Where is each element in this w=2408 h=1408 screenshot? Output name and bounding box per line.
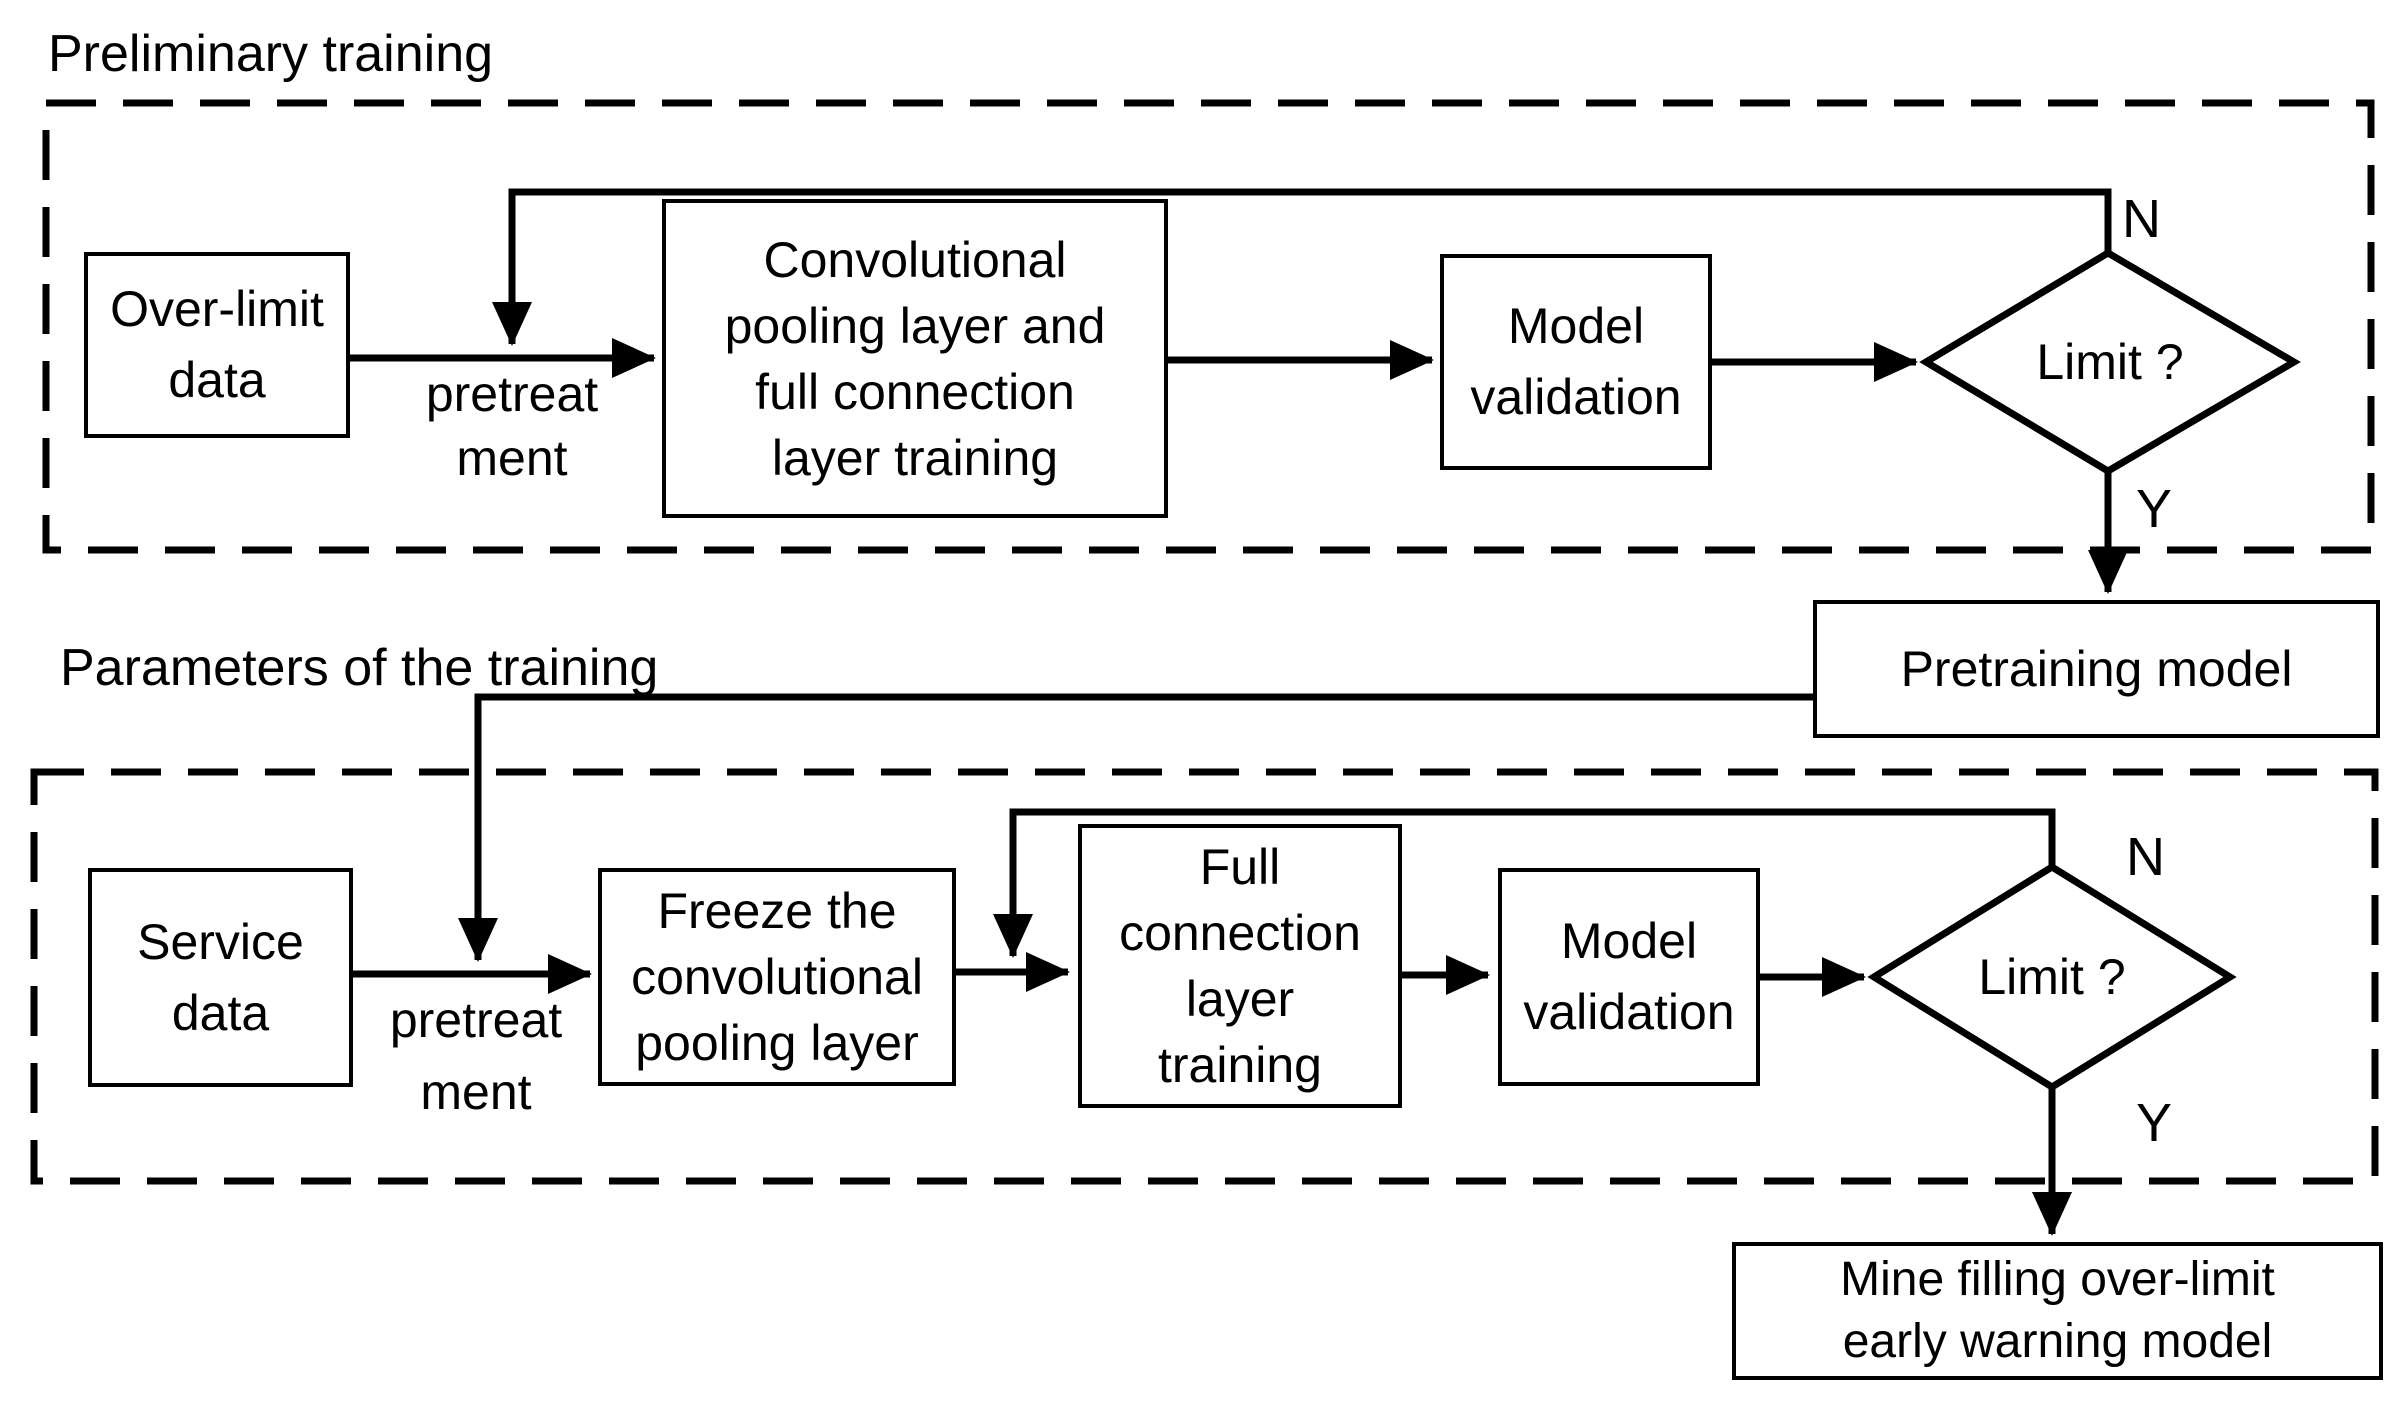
service-data-line2: data [171,984,270,1041]
decision2-label: Limit ? [1978,949,2126,1005]
output-line2: early warning model [1842,1315,2273,1368]
conv-box-line3: full connection [755,363,1075,420]
pretreatment1-line2: ment [456,430,568,486]
full-box-line4: training [1158,1037,1322,1093]
conv-box-line4: layer training [771,429,1059,486]
model-validation2-box: Model validation [1498,868,1760,1086]
decision2-diamond [1867,862,2237,1092]
decision1-diamond [1919,248,2301,476]
stage1-title: Preliminary training [48,25,494,83]
conv-box-line2: pooling layer and [724,297,1106,354]
service-data-box: Service data [88,868,353,1087]
stage2-dashed-border [30,768,2379,1185]
full-box-line1: Full [1199,839,1281,895]
decision2-no-label: N [2126,827,2165,887]
validation2-line1: Model [1560,913,1698,969]
edge-decision1-no-feedback [492,188,2112,346]
conv-box-line1: Convolutional [763,231,1067,288]
pretraining-model-label: Pretraining model [1900,640,2293,697]
output-line1: Mine filling over-limit [1840,1253,2275,1306]
pretreatment-label-stage2: pretreat ment [346,984,606,1128]
model-validation1-box: Model validation [1440,254,1712,470]
decision1-label: Limit ? [2036,334,2184,390]
decision2-yes-label: Y [2136,1093,2173,1153]
freeze-conv-pooling-box: Freeze the convolutional pooling layer [598,868,956,1086]
edge-decision2-no-feedback [993,808,2056,958]
service-data-line1: Service [137,913,304,970]
pretreatment-label-stage1: pretreat ment [382,362,642,490]
validation2-line2: validation [1523,984,1735,1040]
early-warning-model-box: Mine filling over-limit early warning mo… [1732,1242,2383,1380]
freeze-box-line2: convolutional [631,949,923,1005]
decision1-yes-label: Y [2136,479,2173,539]
freeze-box-line3: pooling layer [635,1015,919,1071]
stage1-dashed-border [42,99,2375,554]
pretreatment1-line1: pretreat [425,366,599,422]
pretreatment2-line2: ment [420,1064,532,1120]
pretreatment2-line1: pretreat [389,992,563,1048]
freeze-box-line1: Freeze the [657,883,897,939]
over-limit-data-box: Over-limit data [84,252,350,438]
pretraining-model-box: Pretraining model [1813,600,2380,738]
validation1-line1: Model [1507,298,1645,354]
full-connection-training-box: Full connection layer training [1078,824,1402,1108]
validation1-line2: validation [1470,369,1682,425]
over-limit-data-line2: data [168,352,266,408]
edge-pretraining-params-to-stage2 [458,693,1813,962]
over-limit-data-line1: Over-limit [110,281,324,337]
full-box-line2: connection [1119,905,1361,961]
conv-pooling-full-training-box: Convolutional pooling layer and full con… [662,199,1168,518]
full-box-line3: layer [1185,971,1295,1027]
parameters-title: Parameters of the training [60,639,659,697]
decision1-no-label: N [2122,189,2161,249]
